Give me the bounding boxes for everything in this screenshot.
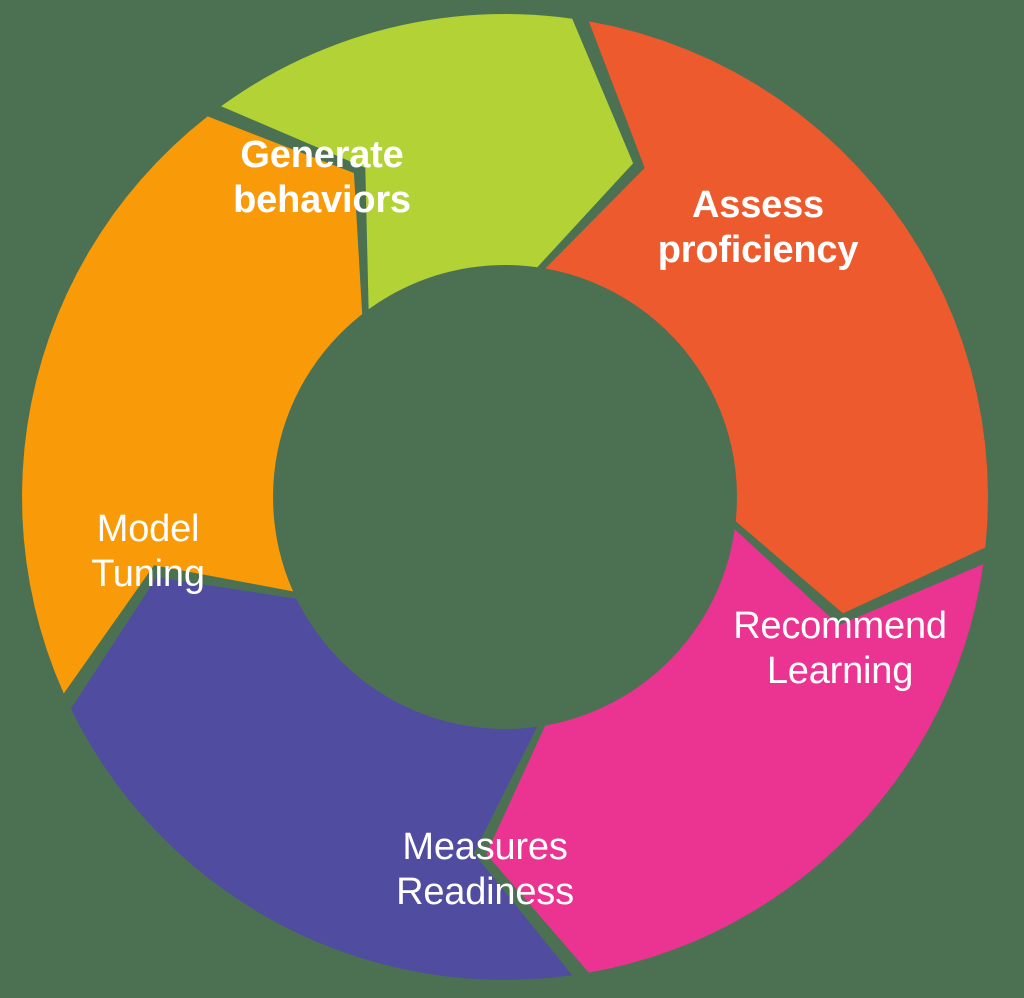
wheel-segment-assess-proficiency[interactable] [545, 21, 988, 614]
wheel-segment-measures-readiness[interactable] [70, 577, 573, 980]
wheel-segment-recommend-learning[interactable] [486, 529, 984, 973]
wheel-segment-model-tuning[interactable] [22, 116, 363, 694]
wheel-segment-generate-behaviors[interactable] [221, 14, 634, 310]
